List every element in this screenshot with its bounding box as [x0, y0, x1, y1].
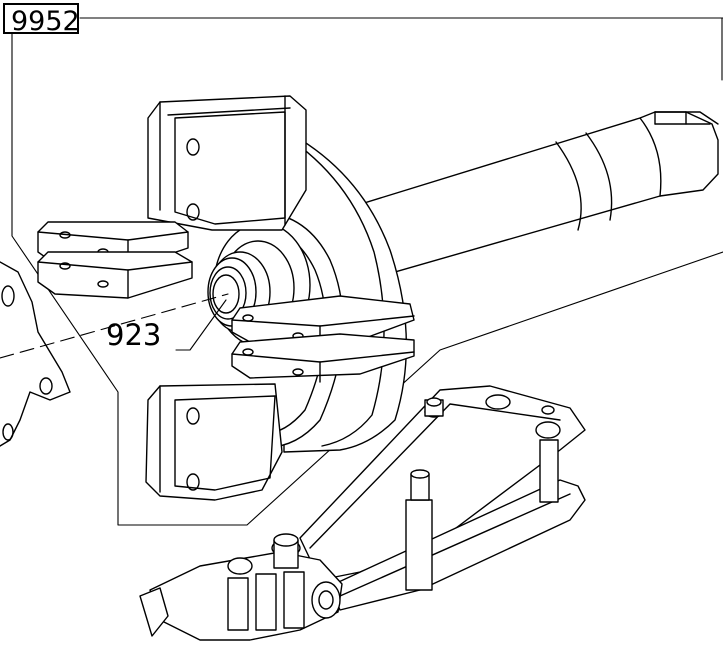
upper-bracket — [148, 96, 306, 230]
lower-bracket — [146, 384, 282, 500]
reference-number: 9952 — [11, 6, 80, 37]
left-plates — [38, 222, 192, 298]
callout-leader-923 — [176, 300, 226, 350]
center-axis — [0, 294, 228, 358]
right-plates — [232, 296, 414, 382]
linkage-frame — [300, 386, 585, 610]
reference-leader-frame — [12, 18, 723, 525]
reference-number-box: 9952 — [3, 3, 80, 37]
left-partial-part — [0, 262, 70, 446]
callout-label-923: 923 — [106, 318, 162, 352]
shaft — [335, 112, 718, 282]
clamp-assembly — [140, 534, 342, 640]
bearing-923 — [210, 267, 246, 319]
